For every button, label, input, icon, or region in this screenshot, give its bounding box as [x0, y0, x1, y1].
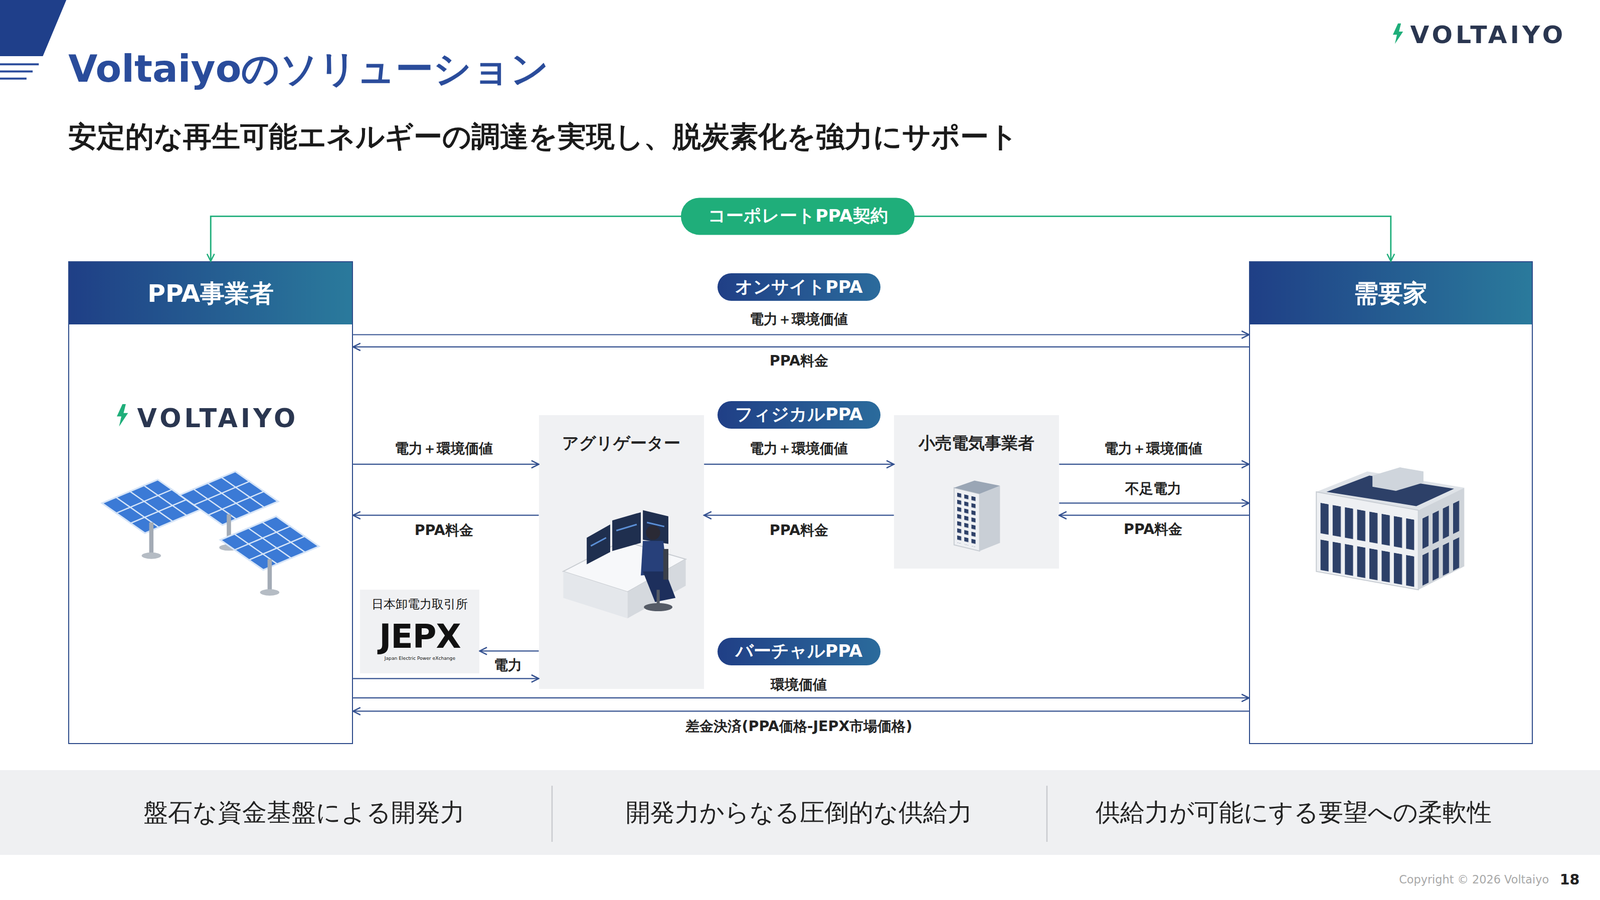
tower-building [954, 480, 1001, 552]
flow-arrow [352, 710, 1250, 712]
flow-arrow [1058, 463, 1250, 465]
flow-label: 不足電力 [1125, 479, 1182, 499]
flow-label: 電力＋環境価値 [394, 439, 493, 459]
chair-base [643, 603, 673, 612]
person-head [645, 525, 660, 540]
feature-text: 盤石な資金基盤による開発力 [56, 770, 552, 855]
flow-arrow [703, 514, 895, 516]
flow-arrow [1058, 514, 1250, 516]
logo-bolt [1392, 23, 1403, 45]
person-legs [642, 571, 676, 603]
feature-text: 供給力が可能にする要望への柔軟性 [1046, 770, 1542, 855]
solar-panel [179, 471, 279, 551]
screen-line [646, 522, 665, 527]
flow-arrow [352, 677, 539, 679]
page-number: 18 [1559, 871, 1580, 888]
monitor [642, 510, 669, 545]
roof-top [1326, 475, 1455, 506]
chair-back [663, 549, 669, 580]
band-divider [551, 785, 553, 842]
flow-arrow [352, 463, 539, 465]
monitor [586, 524, 611, 565]
screen-line [616, 524, 637, 531]
tower-front [954, 487, 980, 552]
exchange-box: 日本卸電力取引所 JEPX Japan Electric Power eXchang… [360, 589, 480, 674]
ppa-type-pill: オンサイトPPA [717, 273, 881, 301]
corner-shape [0, 0, 67, 57]
logo-text: VOLTAIYO [69, 403, 352, 434]
flow-arrow [352, 697, 1250, 699]
box-label: バーチャルPPA [717, 637, 881, 666]
desk-front [563, 571, 628, 619]
monitor [612, 512, 641, 552]
chair-post [656, 589, 660, 604]
desk-top [563, 541, 686, 593]
flow-label: 差金決済(PPA価格-JEPX市場価格) [685, 717, 913, 737]
operator-desk [563, 510, 686, 619]
window-row [1320, 539, 1414, 588]
exchange-text: Japan Electric Power eXchange [360, 656, 480, 661]
roof-box [1372, 467, 1424, 491]
box-label: アグリゲーター [539, 433, 705, 454]
band-divider [1046, 785, 1048, 842]
flow-arrow [703, 463, 895, 465]
feature-text: 開発力からなる圧倒的な供給力 [551, 770, 1047, 855]
box-heading: 需要家 [1250, 262, 1532, 325]
tower-side [979, 485, 1001, 552]
party-box: PPA事業者 VOLTAIYO [68, 261, 353, 745]
office-building [1316, 467, 1465, 590]
flow-label: PPA料金 [1123, 519, 1183, 540]
flow-label: PPA料金 [414, 520, 474, 541]
window-row [1422, 499, 1462, 550]
solar-panel [102, 479, 202, 560]
box-label: オンサイトPPA [717, 273, 881, 301]
logo-text: VOLTAIYO [1409, 20, 1566, 50]
flow-arrow [352, 514, 539, 516]
feature-band: 盤石な資金基盤による開発力開発力からなる圧倒的な供給力供給力が可能にする要望への… [0, 770, 1600, 855]
actor-box: 小売電気事業者 [894, 415, 1060, 569]
flow-label: 電力＋環境価値 [749, 439, 848, 459]
tower-windows [957, 492, 978, 548]
window-row [1320, 502, 1414, 551]
window-row [1422, 536, 1462, 587]
flow-arrow [479, 650, 539, 652]
desk-side [627, 559, 686, 619]
flow-arrow [352, 333, 1250, 335]
contract-bracket [210, 216, 1391, 262]
tower-roof [954, 480, 1001, 494]
flow-arrow [1058, 502, 1250, 504]
person-body [640, 541, 668, 576]
copyright: Copyright © 2026 Voltaiyo [1398, 872, 1549, 886]
building-side [1418, 487, 1465, 591]
flow-label: 電力＋環境価値 [1104, 439, 1203, 459]
building-front [1316, 491, 1419, 590]
exchange-text: JEPX [360, 620, 480, 653]
corner-stripe [0, 77, 27, 80]
slide-title: Voltaiyoのソリューション [68, 44, 550, 95]
box-label: フィジカルPPA [717, 401, 881, 429]
box-heading: PPA事業者 [69, 262, 352, 325]
contract-pill: コーポレートPPA契約 [680, 198, 915, 235]
corner-stripe [0, 70, 33, 73]
corner-stripe [0, 63, 39, 66]
solar-panel [220, 516, 320, 596]
actor-box: アグリゲーター [539, 415, 705, 689]
flow-arrow [352, 346, 1250, 348]
screen-line [590, 538, 607, 547]
flow-label: 電力 [493, 655, 522, 675]
logo-bolt [116, 404, 128, 427]
ppa-type-pill: バーチャルPPA [717, 637, 881, 666]
ppa-type-pill: フィジカルPPA [717, 401, 881, 429]
flow-label: PPA料金 [769, 520, 829, 541]
roof [1316, 471, 1465, 510]
flow-label: PPA料金 [769, 351, 829, 371]
box-label: 小売電気事業者 [894, 433, 1060, 454]
party-box: 需要家 [1249, 261, 1533, 745]
exchange-text: 日本卸電力取引所 [360, 598, 480, 611]
subtitle: 安定的な再生可能エネルギーの調達を実現し、脱炭素化を強力にサポート [68, 117, 1018, 156]
flow-label: 電力＋環境価値 [749, 309, 848, 329]
flow-label: 環境価値 [770, 675, 827, 695]
